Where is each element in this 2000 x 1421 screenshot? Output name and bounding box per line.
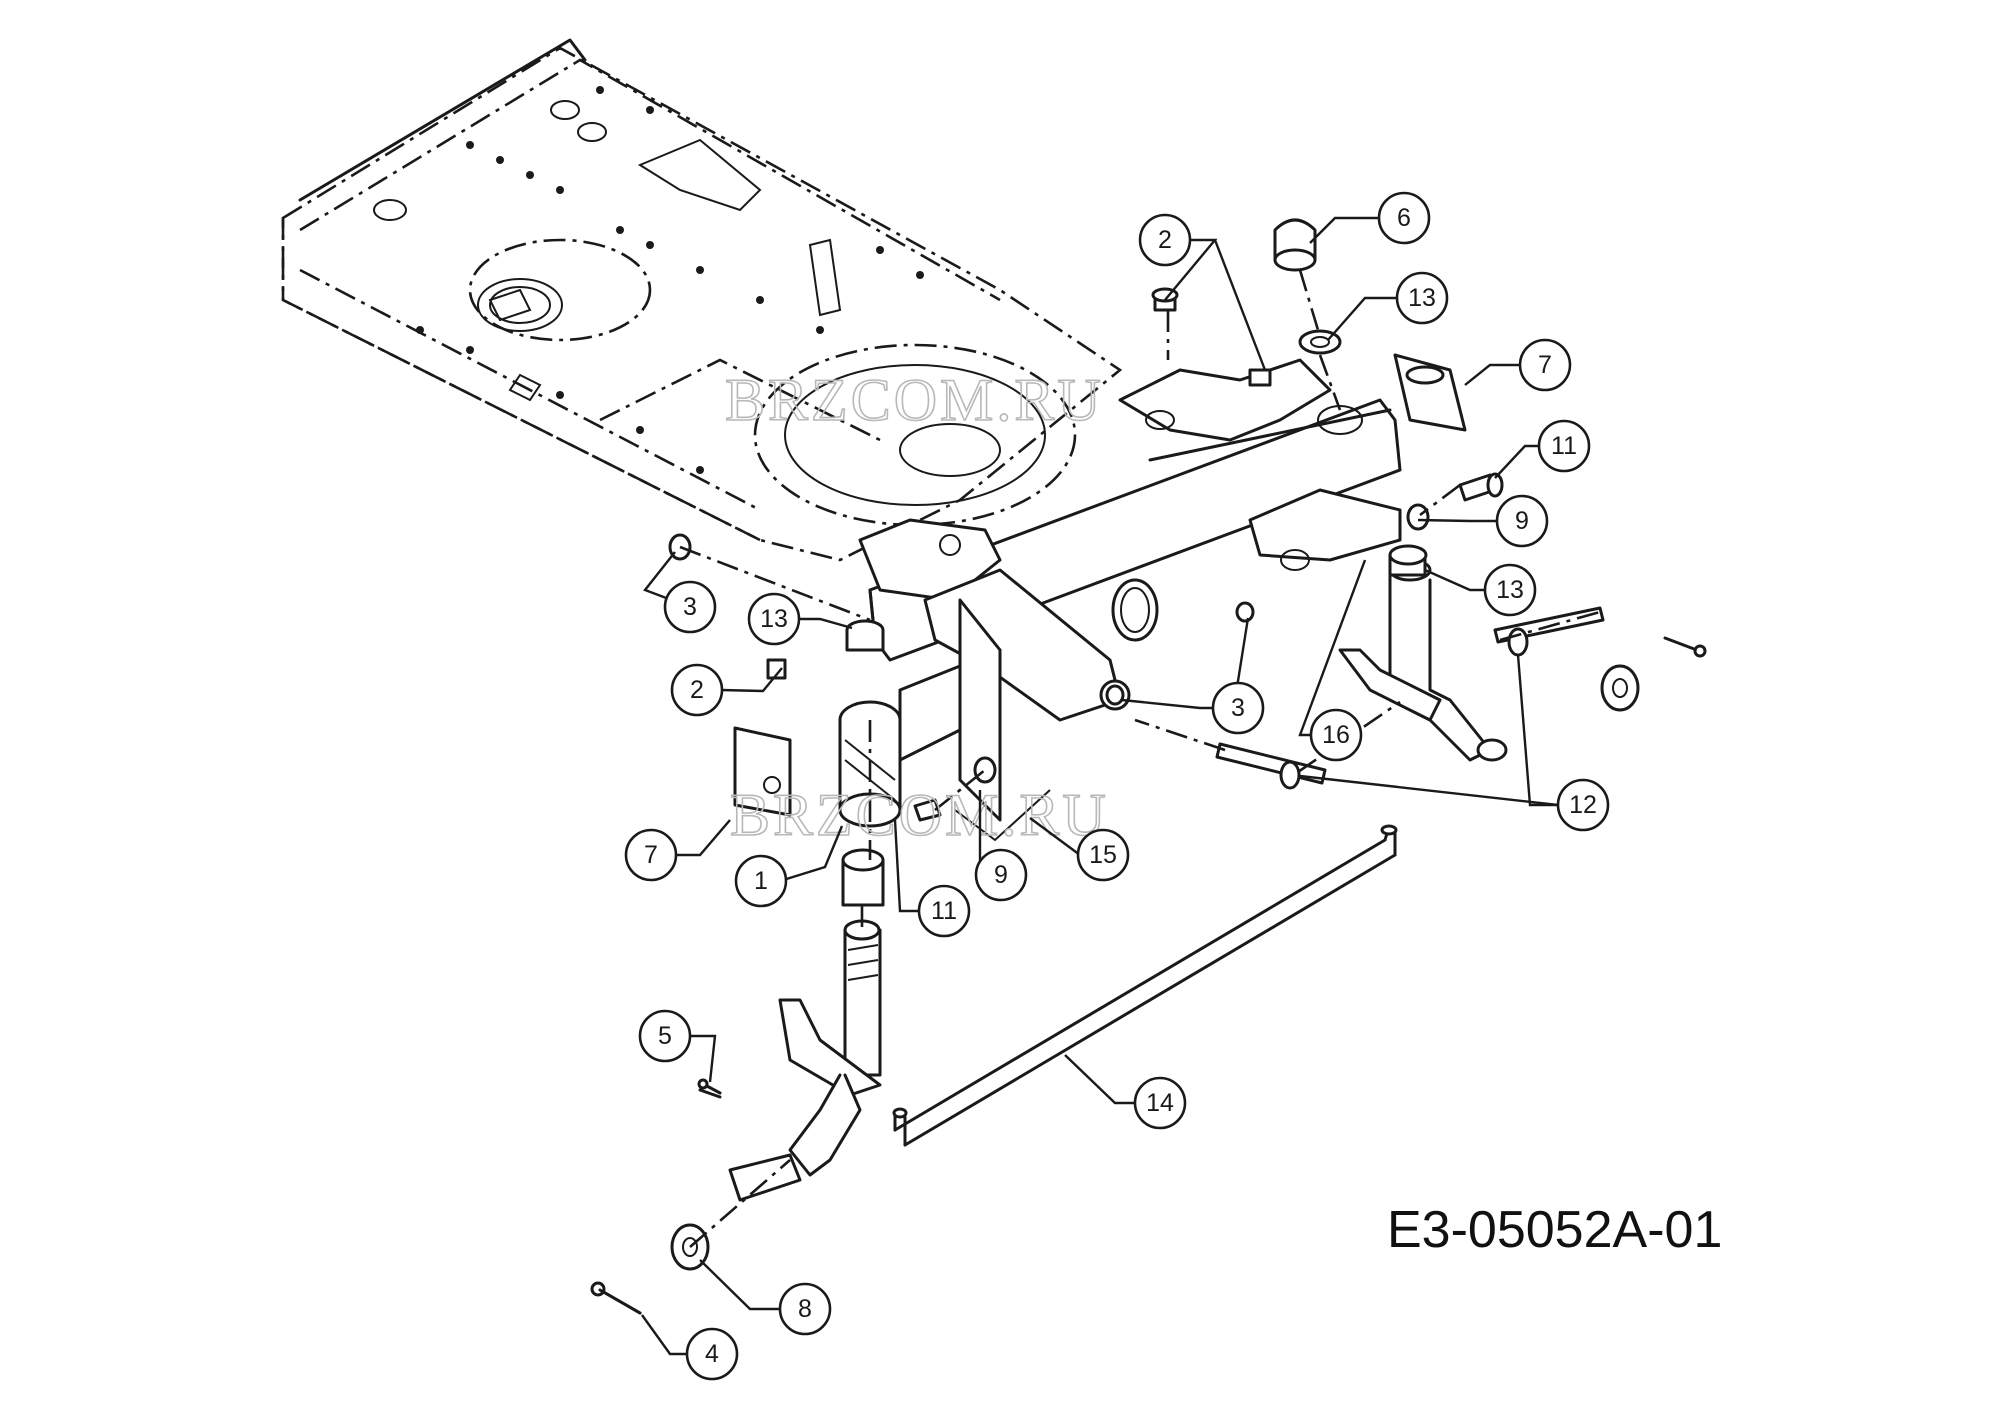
svg-text:14: 14 [1146, 1089, 1174, 1117]
callout-7-right: 7 [1518, 338, 1572, 392]
svg-text:15: 15 [1089, 841, 1117, 869]
svg-text:4: 4 [705, 1340, 719, 1368]
callout-14: 14 [1133, 1076, 1187, 1130]
callout-9-left: 9 [974, 848, 1028, 902]
callout-6: 6 [1377, 191, 1431, 245]
watermark-bottom: BRZCOM.RU [730, 782, 1109, 848]
callout-1: 1 [734, 854, 788, 908]
tie-rod [892, 824, 1398, 1147]
svg-text:13: 13 [1408, 284, 1436, 312]
svg-text:9: 9 [1515, 507, 1529, 535]
callout-13-left: 13 [747, 592, 801, 646]
callout-9-right: 9 [1495, 494, 1549, 548]
callout-3-left: 3 [663, 580, 717, 634]
callout-11-left: 11 [917, 884, 971, 938]
svg-text:13: 13 [760, 605, 788, 633]
svg-text:11: 11 [931, 897, 957, 925]
watermark-top: BRZCOM.RU [725, 367, 1104, 433]
svg-text:11: 11 [1551, 432, 1577, 460]
callout-16: 16 [1309, 708, 1363, 762]
svg-text:13: 13 [1496, 576, 1524, 604]
svg-text:16: 16 [1322, 721, 1350, 749]
callout-4: 4 [685, 1327, 739, 1381]
callout-15: 15 [1076, 828, 1130, 882]
callout-11-right: 11 [1537, 419, 1591, 473]
svg-text:6: 6 [1397, 204, 1411, 232]
svg-text:12: 12 [1569, 791, 1597, 819]
svg-text:7: 7 [644, 841, 658, 869]
callout-8: 8 [778, 1282, 832, 1336]
callout-13-right: 13 [1483, 563, 1537, 617]
svg-text:3: 3 [683, 593, 697, 621]
front-axle-beam [858, 358, 1402, 722]
callout-5: 5 [638, 1009, 692, 1063]
svg-text:2: 2 [690, 676, 704, 704]
left-spindle-shaft [590, 848, 885, 1315]
callout-3-right: 3 [1211, 681, 1265, 735]
chassis-frame [281, 38, 1123, 562]
callout-2-top: 2 [1138, 213, 1192, 267]
svg-text:9: 9 [994, 861, 1008, 889]
svg-text:5: 5 [658, 1022, 672, 1050]
callout-12: 12 [1556, 778, 1610, 832]
svg-text:7: 7 [1538, 351, 1552, 379]
hardware [598, 218, 1605, 1315]
drawing-code: E3-05052A-01 [1387, 1201, 1722, 1259]
callout-2-left: 2 [670, 663, 724, 717]
svg-text:3: 3 [1231, 694, 1245, 722]
svg-text:1: 1 [754, 867, 768, 895]
callout-13-top: 13 [1395, 271, 1449, 325]
callout-7-left: 7 [624, 828, 678, 882]
svg-text:8: 8 [798, 1295, 812, 1323]
svg-text:2: 2 [1158, 226, 1172, 254]
